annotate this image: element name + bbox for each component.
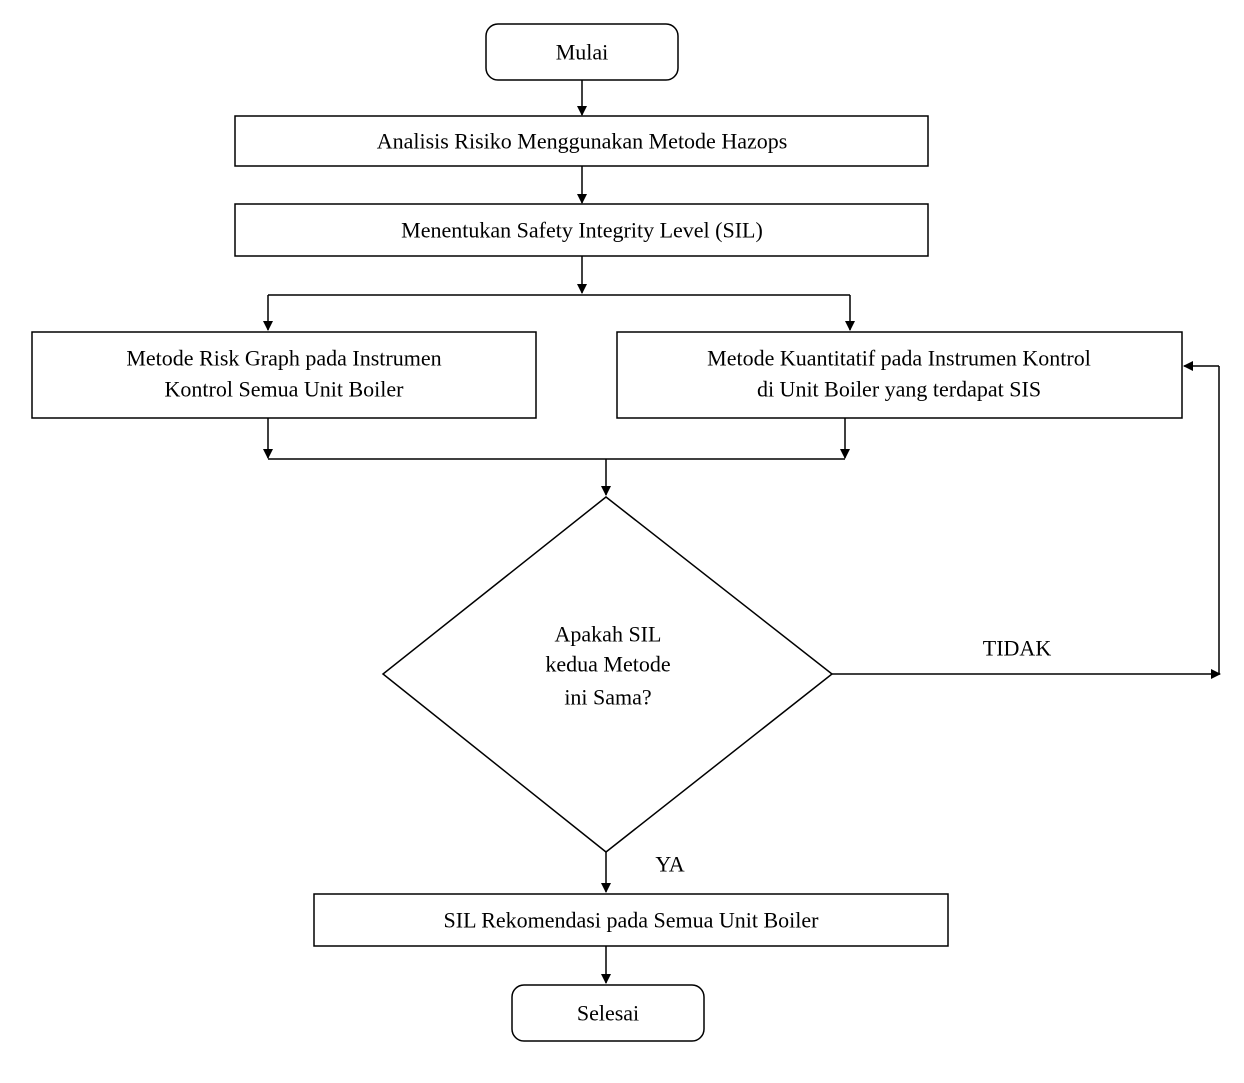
start-label: Mulai xyxy=(556,40,609,65)
recommendation-box xyxy=(313,893,949,947)
hazops-process-label: Analisis Risiko Menggunakan Metode Hazop… xyxy=(377,129,788,154)
risk-graph-label-line1: Metode Risk Graph pada Instrumen xyxy=(126,346,441,371)
recommendation-label: SIL Rekomendasi pada Semua Unit Boiler xyxy=(444,908,820,933)
risk-graph-box xyxy=(31,331,537,419)
quantitative-label-line1: Metode Kuantitatif pada Instrumen Kontro… xyxy=(707,346,1091,371)
decision-label-line3: ini Sama? xyxy=(564,685,651,710)
quantitative-label-line2: di Unit Boiler yang terdapat SIS xyxy=(757,377,1041,402)
decision-label-line1: Apakah SIL xyxy=(555,622,662,647)
decision-label-line2: kedua Metode xyxy=(545,652,670,677)
risk-graph-label-line2: Kontrol Semua Unit Boiler xyxy=(165,377,405,402)
quantitative-box xyxy=(616,331,1183,419)
no-branch-label: TIDAK xyxy=(983,636,1052,661)
hazops-process-box xyxy=(234,115,929,167)
sil-process-label: Menentukan Safety Integrity Level (SIL) xyxy=(401,218,763,243)
yes-branch-label: YA xyxy=(655,852,684,877)
end-label: Selesai xyxy=(577,1001,639,1026)
end-terminal xyxy=(511,984,705,1042)
